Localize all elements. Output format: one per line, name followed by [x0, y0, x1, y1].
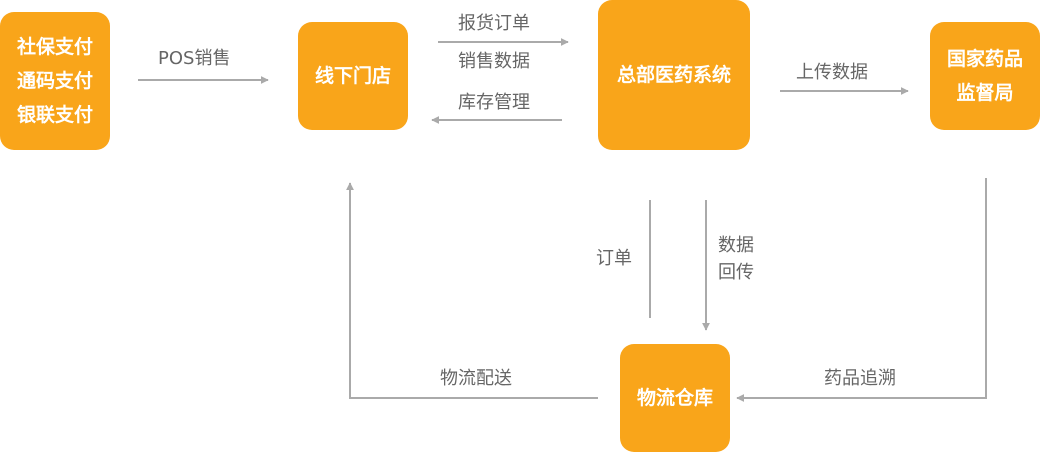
label-trace: 药品追溯 [824, 368, 896, 389]
node-store: 线下门店 [298, 22, 408, 130]
label-data-return-line2: 回传 [718, 262, 754, 283]
payment-social-insurance: 社保支付 [16, 36, 93, 58]
label-upload: 上传数据 [796, 62, 868, 83]
arrow-logistics [346, 182, 598, 399]
store-label: 线下门店 [314, 65, 391, 87]
node-hq-system: 总部医药系统 [598, 0, 750, 150]
node-warehouse: 物流仓库 [620, 344, 730, 452]
label-order: 订单 [596, 248, 632, 269]
label-pos-sales: POS销售 [158, 48, 231, 69]
node-payment: 社保支付 通码支付 银联支付 [0, 12, 110, 150]
node-drug-bureau: 国家药品 监督局 [930, 22, 1040, 130]
bureau-label-line1: 国家药品 [946, 48, 1023, 70]
label-report-order: 报货订单 [458, 13, 530, 34]
label-data-return-line1: 数据 [718, 235, 754, 256]
payment-unionpay: 银联支付 [16, 104, 93, 126]
arrow-trace [736, 178, 987, 402]
label-logistics: 物流配送 [440, 368, 512, 389]
payment-code: 通码支付 [16, 70, 93, 92]
label-inventory: 库存管理 [458, 92, 530, 113]
hq-label: 总部医药系统 [616, 64, 731, 86]
bureau-label-line2: 监督局 [956, 82, 1014, 104]
label-sales-data: 销售数据 [458, 51, 530, 72]
warehouse-label: 物流仓库 [636, 387, 713, 409]
